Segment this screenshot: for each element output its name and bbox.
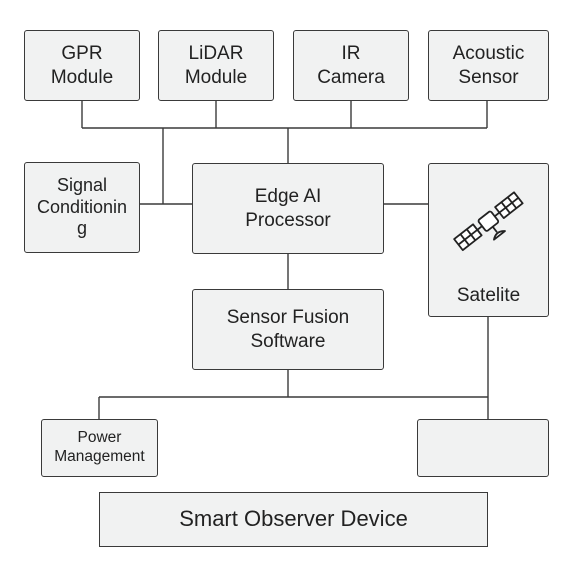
satellite-icon — [452, 191, 524, 252]
power-management-box: Power Management — [41, 419, 158, 477]
smart-observer-device-box: Smart Observer Device — [99, 492, 488, 547]
acoustic-label-1: Acoustic — [452, 43, 525, 65]
empty-module-box — [417, 419, 549, 477]
satellite-label: Satelite — [456, 285, 521, 306]
gpr-label-1: GPR — [61, 43, 103, 65]
signal-label-1: Signal — [56, 174, 108, 195]
acoustic-label-2: Sensor — [458, 66, 519, 88]
edge-ai-processor-box: Edge AI Processor — [192, 163, 384, 254]
lidar-label-2: Module — [184, 66, 248, 88]
ir-label-2: Camera — [317, 66, 385, 88]
signal-conditioning-box: Signal Conditionin g — [24, 162, 140, 253]
edge-ai-label-2: Processor — [245, 209, 331, 231]
sensor-fusion-software-box: Sensor Fusion Software — [192, 289, 384, 370]
acoustic-sensor-box: Acoustic Sensor — [428, 30, 549, 101]
lidar-module-box: LiDAR Module — [158, 30, 274, 101]
power-label-2: Management — [54, 448, 145, 465]
signal-label-3: g — [76, 218, 87, 239]
fusion-label-1: Sensor Fusion — [226, 307, 350, 329]
power-label-1: Power — [77, 429, 122, 447]
device-title: Smart Observer Device — [179, 506, 408, 532]
ir-label-1: IR — [341, 43, 361, 65]
ir-camera-box: IR Camera — [293, 30, 409, 101]
gpr-module-box: GPR Module — [24, 30, 140, 101]
signal-label-2: Conditionin — [36, 196, 128, 217]
lidar-label-1: LiDAR — [188, 43, 244, 65]
fusion-label-2: Software — [250, 330, 326, 352]
gpr-label-2: Module — [50, 66, 114, 88]
edge-ai-label-1: Edge AI — [254, 186, 322, 208]
satellite-box: Satelite — [428, 163, 549, 317]
